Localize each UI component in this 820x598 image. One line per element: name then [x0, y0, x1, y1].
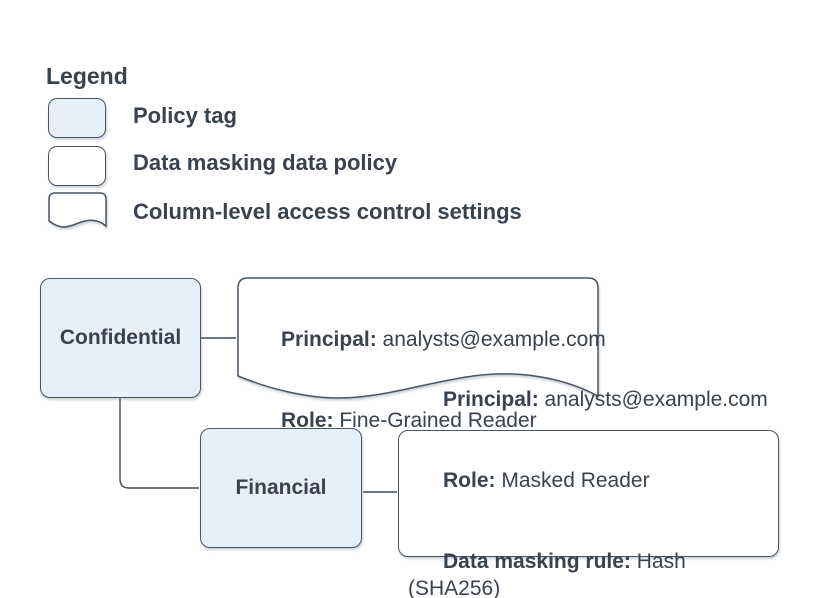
policy-line-principal: Principal: analysts@example.com	[408, 359, 778, 440]
legend-title: Legend	[46, 63, 128, 89]
node-confidential-label: Confidential	[59, 326, 182, 349]
policy-box-financial-masking: Principal: analysts@example.com Role: Ma…	[398, 388, 779, 598]
policy-line-label: Data masking rule:	[443, 549, 631, 573]
policy-text-confidential-access: Principal: analysts@example.com Role: Fi…	[246, 299, 606, 461]
policy-line-label: Role:	[281, 409, 334, 432]
policy-line-value: analysts@example.com	[538, 387, 768, 411]
data-masking-policy-swatch	[48, 146, 106, 186]
node-financial: Financial	[200, 428, 362, 548]
column-access-control-swatch	[48, 192, 107, 228]
legend-label-data-masking-policy: Data masking data policy	[133, 150, 398, 175]
node-confidential: Confidential	[40, 278, 201, 398]
node-financial-label: Financial	[235, 476, 327, 499]
policy-line-label: Principal:	[281, 328, 377, 351]
policy-line-principal: Principal: analysts@example.com	[246, 299, 606, 380]
policy-line-label: Role:	[443, 468, 496, 492]
policy-line-data-masking-rule: Data masking rule: Hash (SHA256)	[408, 521, 778, 598]
policy-tag-swatch	[48, 98, 106, 138]
policy-line-value: analysts@example.com	[376, 328, 606, 351]
policy-line-role: Role: Masked Reader	[408, 440, 778, 521]
policy-line-value: Fine-Grained Reader	[333, 409, 537, 432]
policy-line-role: Role: Fine-Grained Reader	[246, 380, 606, 461]
policy-line-value: Masked Reader	[495, 468, 650, 492]
policy-line-label: Principal:	[443, 387, 539, 411]
legend-label-column-access-control: Column-level access control settings	[133, 199, 522, 224]
policy-box-confidential-access	[237, 277, 599, 399]
legend-label-policy-tag: Policy tag	[133, 103, 237, 128]
policy-line-value: Hash (SHA256)	[408, 549, 692, 598]
connector-confidential-to-financial	[119, 398, 199, 489]
